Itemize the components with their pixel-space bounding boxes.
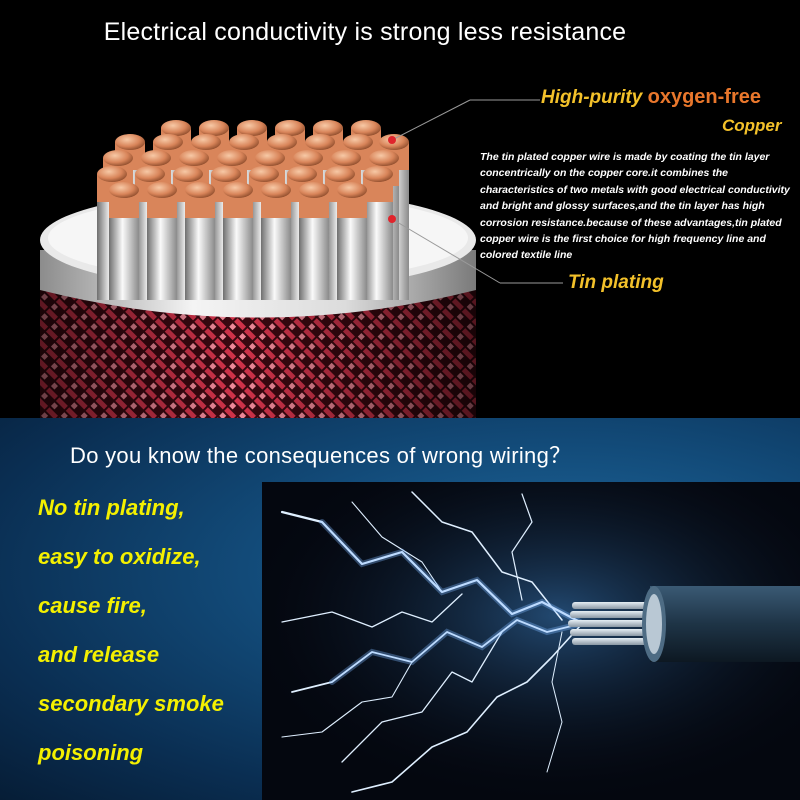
- copper-strand-end: [229, 134, 259, 150]
- copper-strand-end: [299, 182, 329, 198]
- warning-item: secondary smoke: [38, 691, 224, 716]
- copper-strand-end: [147, 182, 177, 198]
- copper-strand-end: [223, 182, 253, 198]
- copper-strand-end: [103, 150, 133, 166]
- warning-list: No tin plating, easy to oxidize, cause f…: [38, 490, 224, 784]
- copper-strand-end: [351, 120, 381, 136]
- copper-strand-end: [293, 150, 323, 166]
- copper-strand-end: [331, 150, 361, 166]
- copper-strand-end: [97, 166, 127, 182]
- copper-strand-end: [179, 150, 209, 166]
- copper-strand-end: [173, 166, 203, 182]
- warning-item: cause fire,: [38, 593, 147, 618]
- conductivity-title: Electrical conductivity is strong less r…: [103, 18, 627, 46]
- tin-plating-description: The tin plated copper wire is made by co…: [480, 151, 790, 262]
- copper-strand-end: [153, 134, 183, 150]
- copper-strand-end: [217, 150, 247, 166]
- high-purity-label: High-purity oxygen-free: [541, 86, 761, 109]
- copper-strand-end: [255, 150, 285, 166]
- copper-strand-end: [287, 166, 317, 182]
- copper-strand-end: [237, 120, 267, 136]
- copper-strand-end: [211, 166, 241, 182]
- copper-strand-end: [141, 150, 171, 166]
- warning-item: poisoning: [38, 740, 144, 765]
- copper-strand-end: [267, 134, 297, 150]
- copper-strand-end: [249, 166, 279, 182]
- wire-end-icon: [642, 586, 800, 662]
- copper-strand-end: [199, 120, 229, 136]
- copper-label: Copper: [722, 116, 782, 135]
- copper-strand-end: [161, 120, 191, 136]
- warning-item: easy to oxidize,: [38, 544, 201, 569]
- copper-strand-end: [275, 120, 305, 136]
- electric-arc-image: [262, 482, 800, 800]
- high-purity-text: High-purity: [541, 87, 643, 108]
- copper-strand-end: [363, 166, 393, 182]
- copper-strand-end: [185, 182, 215, 198]
- copper-strand-end: [191, 134, 221, 150]
- copper-strand-end: [261, 182, 291, 198]
- lightning-icon: [262, 482, 800, 800]
- copper-cable-icon: [40, 99, 563, 418]
- copper-strand-end: [325, 166, 355, 182]
- copper-strand-end: [305, 134, 335, 150]
- warning-item: and release: [38, 642, 160, 667]
- copper-strand-end: [343, 134, 373, 150]
- copper-strand-end: [135, 166, 165, 182]
- conductivity-panel: Electrical conductivity is strong less r…: [40, 18, 790, 418]
- copper-strand-end: [313, 120, 343, 136]
- copper-strand-end: [115, 134, 145, 150]
- wrong-wiring-panel: Do you know the consequences of wrong wi…: [0, 418, 800, 800]
- copper-strand-end: [369, 150, 399, 166]
- wrong-wiring-question: Do you know the consequences of wrong wi…: [70, 443, 572, 468]
- copper-strand-end: [337, 182, 367, 198]
- oxygen-free-text: oxygen-free: [647, 86, 761, 108]
- warning-item: No tin plating,: [38, 495, 185, 520]
- copper-strand-end: [109, 182, 139, 198]
- tin-plating-label: Tin plating: [568, 272, 664, 293]
